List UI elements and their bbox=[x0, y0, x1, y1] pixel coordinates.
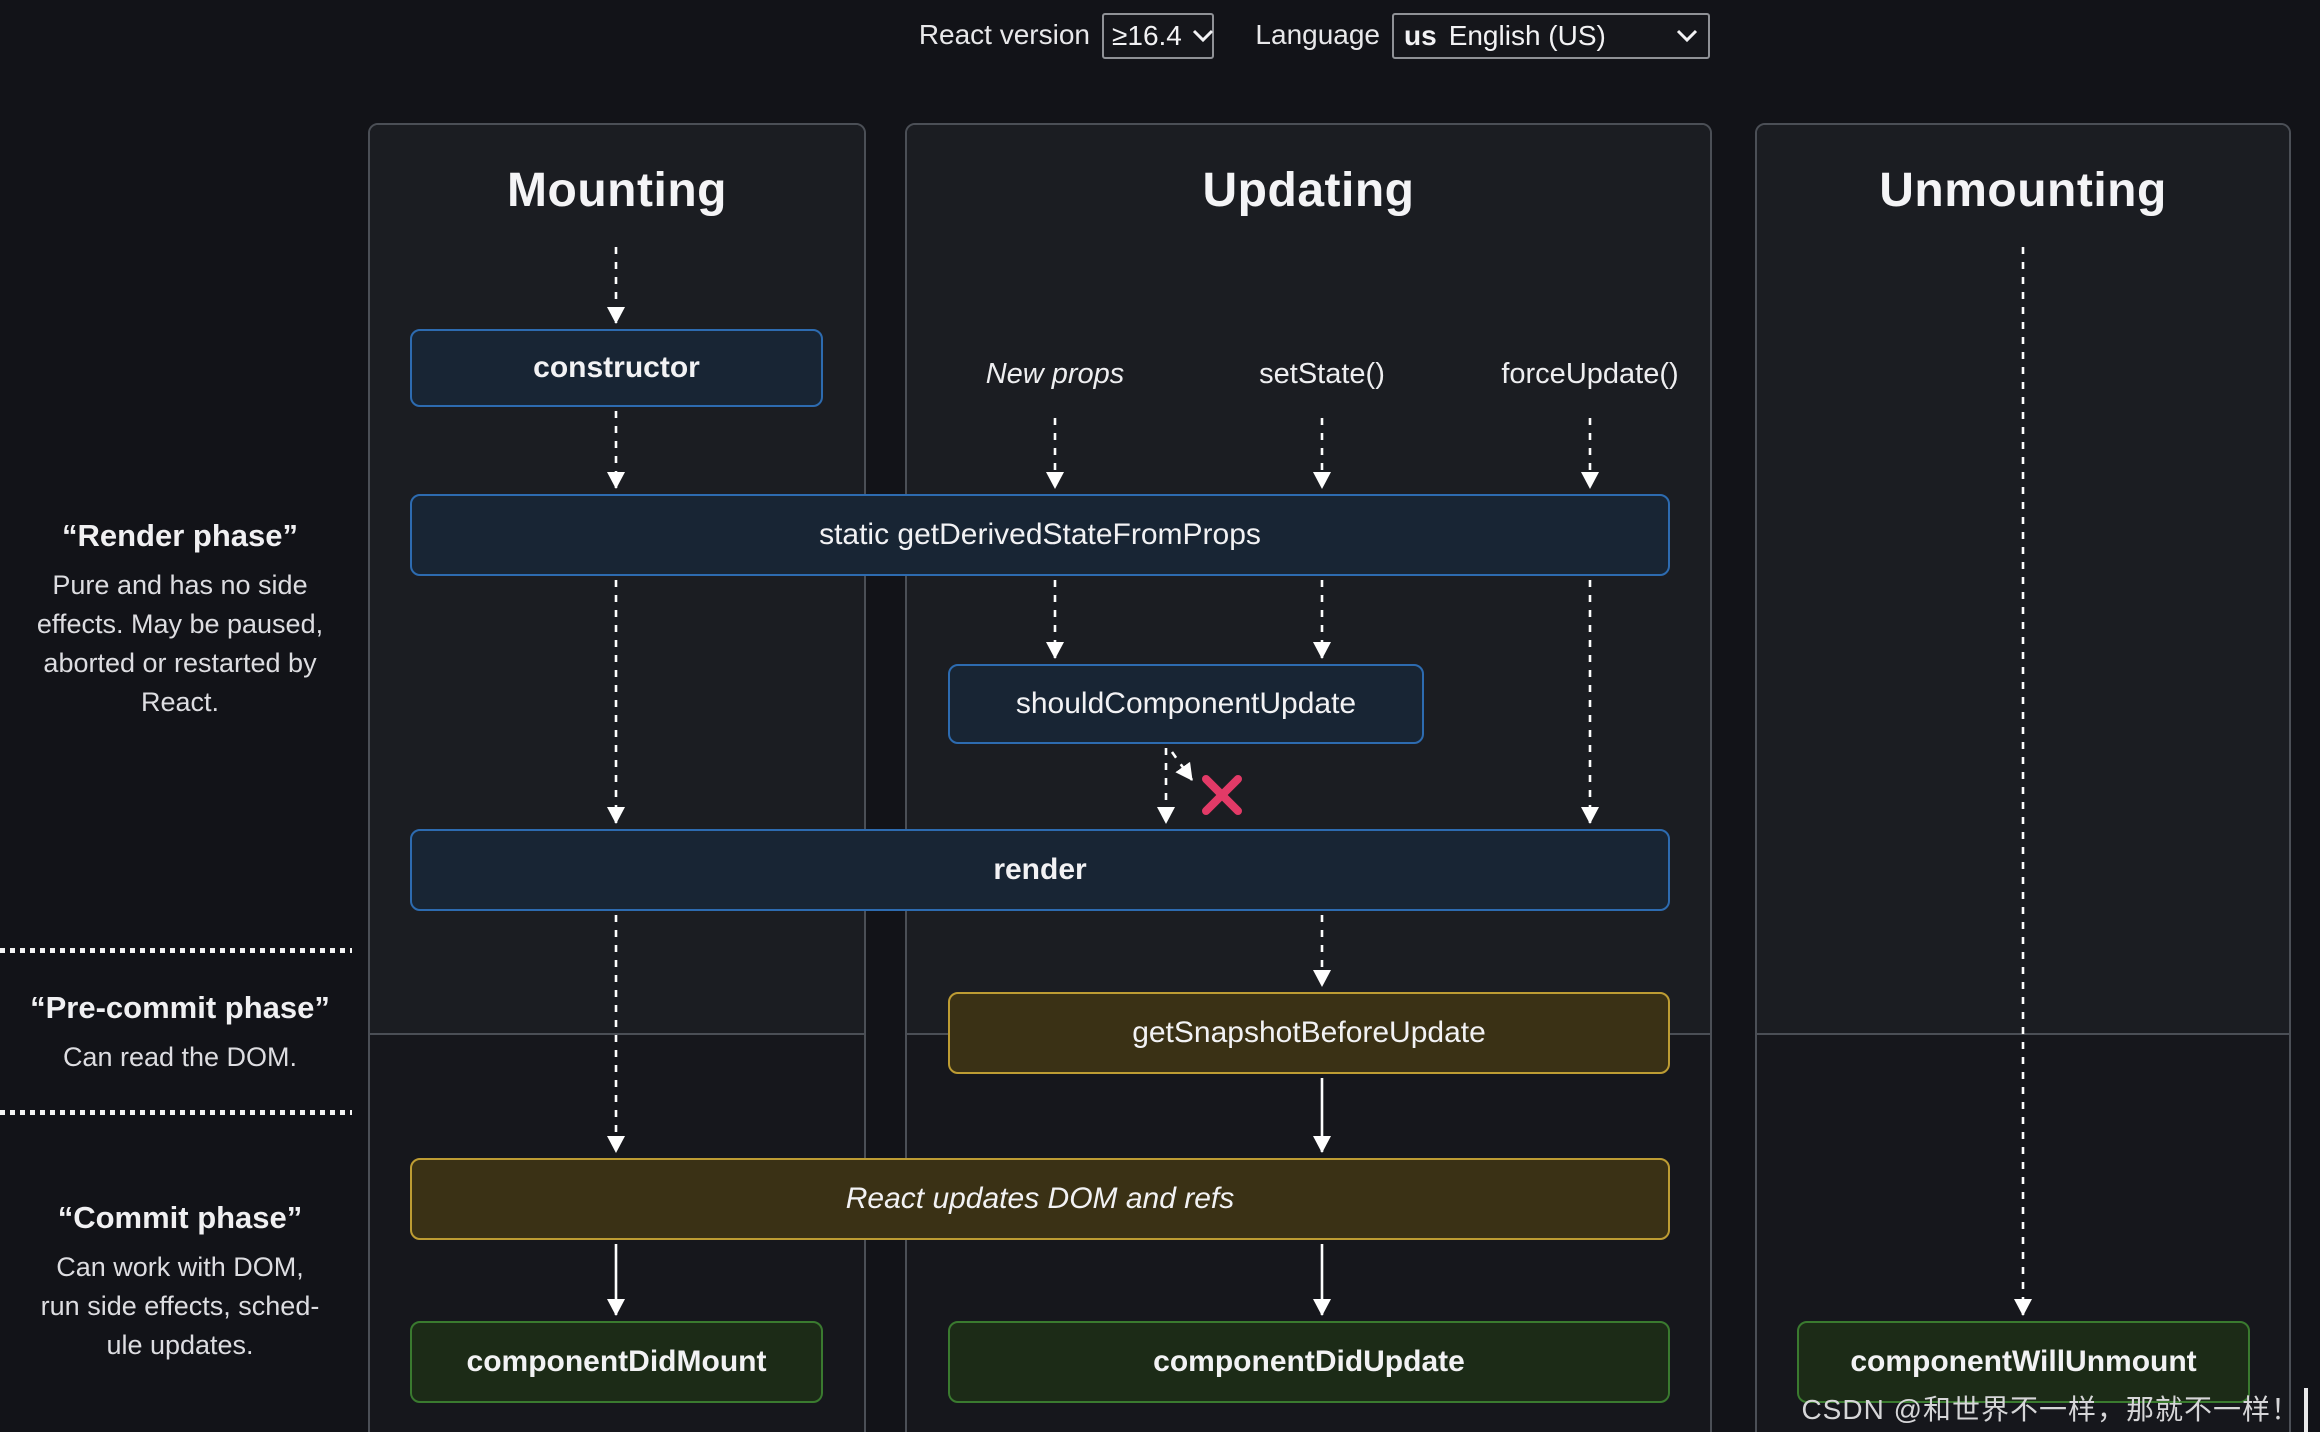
component-did-update-box[interactable]: componentDidUpdate bbox=[948, 1321, 1670, 1403]
unmounting-heading: Unmounting bbox=[1879, 164, 2167, 217]
new-props-label: New props bbox=[985, 358, 1125, 390]
react-version-value: ≥16.4 bbox=[1112, 20, 1182, 51]
chevron-down-icon bbox=[1676, 29, 1698, 43]
render-box[interactable]: render bbox=[410, 829, 1670, 911]
react-version-select[interactable]: ≥16.4 bbox=[1102, 13, 1214, 59]
pre-commit-phase-label: “Pre-commit phase” Can read the DOM. bbox=[0, 990, 360, 1077]
language-flag: us bbox=[1404, 20, 1437, 51]
render-phase-description: Pure and has no side effects. May be pau… bbox=[36, 570, 324, 717]
component-did-mount-box[interactable]: componentDidMount bbox=[410, 1321, 823, 1403]
get-derived-state-from-props-box[interactable]: static getDerivedStateFromProps bbox=[410, 494, 1670, 576]
constructor-box[interactable]: constructor bbox=[410, 329, 823, 407]
cursor-artifact bbox=[2304, 1388, 2308, 1432]
mounting-heading: Mounting bbox=[507, 164, 727, 217]
commit-phase-label: “Commit phase” Can work with DOM, run si… bbox=[0, 1200, 360, 1365]
phase-separator bbox=[0, 1110, 352, 1115]
unmounting-panel: Unmounting bbox=[1755, 123, 2291, 1432]
updating-heading: Updating bbox=[1202, 164, 1415, 217]
pre-commit-phase-description: Can read the DOM. bbox=[62, 1042, 298, 1072]
pre-commit-phase-title: “Pre-commit phase” bbox=[30, 990, 330, 1025]
get-snapshot-before-update-box[interactable]: getSnapshotBeforeUpdate bbox=[948, 992, 1670, 1074]
should-component-update-box[interactable]: shouldComponentUpdate bbox=[948, 664, 1424, 744]
commit-phase-title: “Commit phase” bbox=[57, 1200, 303, 1235]
component-will-unmount-box[interactable]: componentWillUnmount bbox=[1797, 1321, 2250, 1403]
language-value-wrap: us English (US) bbox=[1404, 20, 1606, 52]
language-label: Language bbox=[1255, 19, 1380, 50]
language-value: English (US) bbox=[1448, 20, 1606, 51]
forceupdate-label: forceUpdate() bbox=[1501, 358, 1679, 390]
react-version-label: React version bbox=[918, 19, 1090, 50]
csdn-watermark: CSDN @和世界不一样，那就不一样！ bbox=[1801, 1394, 2300, 1425]
language-select[interactable]: us English (US) bbox=[1392, 13, 1710, 59]
phase-separator bbox=[0, 948, 352, 953]
react-updates-dom-box: React updates DOM and refs bbox=[410, 1158, 1670, 1240]
chevron-down-icon bbox=[1192, 29, 1214, 43]
setstate-label: setState() bbox=[1259, 358, 1385, 390]
commit-phase-description: Can work with DOM, run side effects, sch… bbox=[40, 1252, 320, 1360]
render-phase-title: “Render phase” bbox=[61, 518, 298, 553]
render-phase-label: “Render phase” Pure and has no side effe… bbox=[0, 518, 360, 722]
unmounting-render-phase-section bbox=[1757, 125, 2289, 1035]
